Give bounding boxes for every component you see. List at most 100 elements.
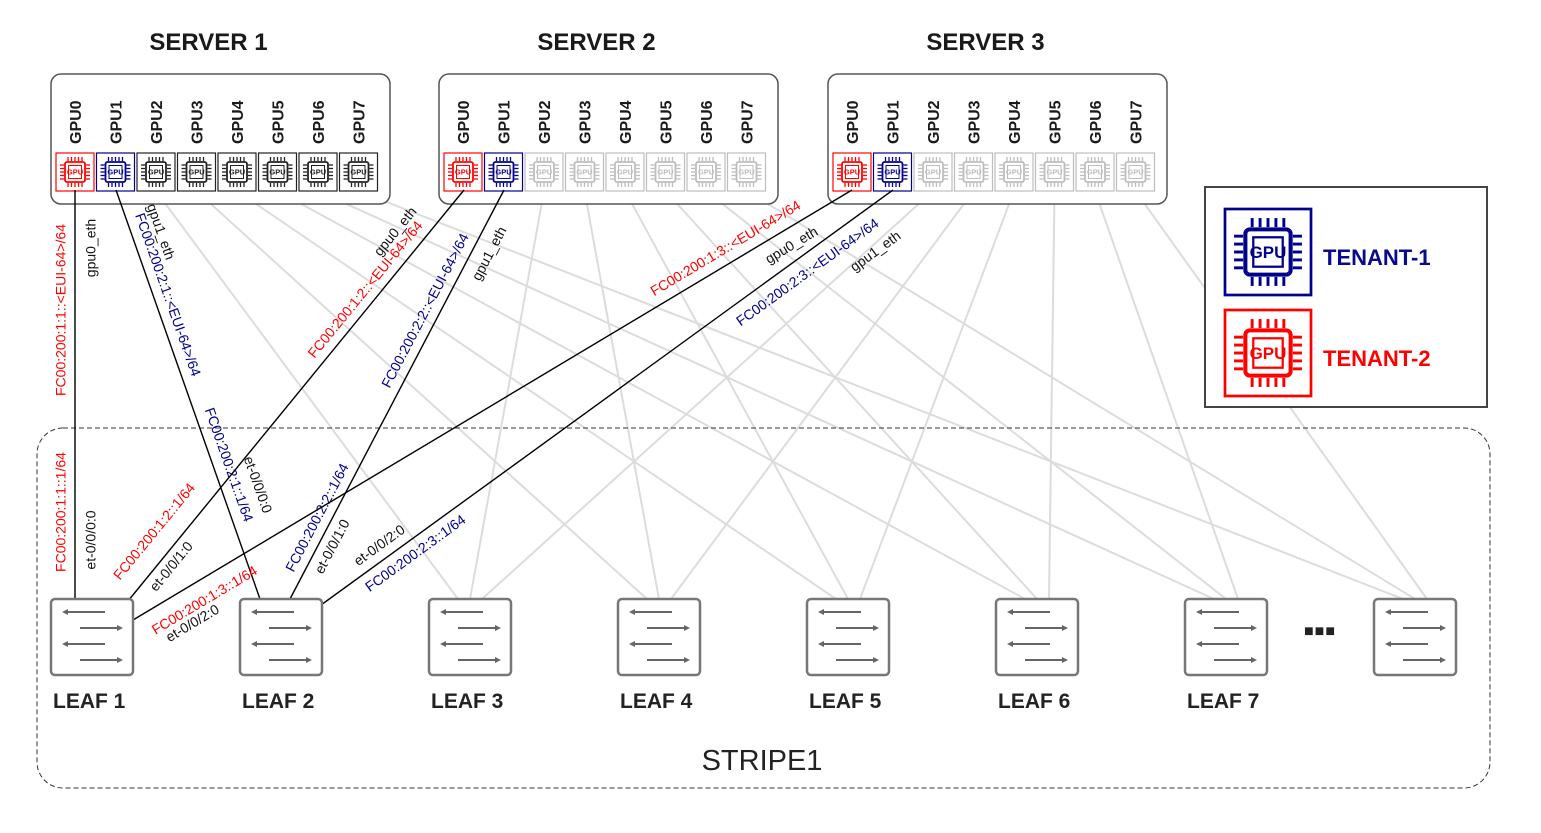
gpu-icon: GPU (95, 152, 136, 192)
leaf-label: LEAF 3 (431, 690, 503, 713)
stripe-label: STRIPE1 (702, 745, 823, 777)
leaf-address-label: FC00:200:1:1::1/64 (53, 452, 69, 572)
gpu-label: GPU6 (699, 100, 716, 144)
leaf-label: LEAF 4 (620, 690, 693, 713)
gpu-chip-text: GPU (657, 168, 673, 177)
switch-icon (427, 597, 513, 677)
inactive-link (195, 190, 648, 600)
leaf-switches: LEAF 1 LEAF 2 LEAF 3 LEAF 4 LEAF 5 LEAF 6 LEAF… (49, 597, 1458, 713)
gpu-icon: GPU (832, 152, 872, 192)
gpu-label: GPU7 (352, 100, 369, 144)
link-line (127, 189, 465, 602)
link-line (289, 189, 505, 600)
tenant-links: gpu0_ethFC00:200:1:1::<EUI-64>/64et-0/0/… (53, 189, 904, 645)
server-title: SERVER 3 (926, 29, 1044, 56)
inactive-link (236, 190, 837, 600)
gpu-label: GPU4 (618, 100, 635, 144)
leaf-port-label: et-0/0/1:0 (146, 538, 196, 594)
legend-label: TENANT-2 (1323, 346, 1431, 371)
gpu-label: GPU6 (311, 100, 328, 144)
leaf-switch-1[interactable]: LEAF 1 (49, 597, 135, 713)
more-leaves-ellipsis: ■■■ (1304, 623, 1336, 640)
inactive-link (624, 190, 849, 600)
leaf-switch-8[interactable] (1372, 597, 1458, 677)
leaf-switch-2[interactable]: LEAF 2 (238, 597, 324, 713)
gpu-label: GPU4 (1007, 100, 1024, 144)
gpu-chip-text: GPU (495, 168, 511, 177)
gpu-chip-text: GPU (536, 168, 552, 177)
gpu-label: GPU0 (845, 100, 862, 144)
gpu-icon: GPU (1223, 308, 1313, 398)
gpu-chip-text: GPU (455, 168, 471, 177)
gpu-icon: GPU (1075, 152, 1115, 192)
gpu-chip-text: GPU (67, 168, 83, 177)
gpu-chip-text: GPU (1127, 168, 1143, 177)
link-line (320, 189, 894, 606)
gpu-icon: GPU (483, 152, 524, 192)
gpu-interface-label: gpu1_eth (468, 224, 509, 283)
gpu-icon: GPU (564, 152, 605, 192)
gpu-icon: GPU (645, 152, 686, 192)
gpu-label: GPU7 (1129, 100, 1146, 144)
gpu-icon: GPU (257, 152, 298, 192)
gpu-chip-text: GPU (925, 168, 941, 177)
gpu-icon: GPU (176, 152, 217, 192)
gpu-icon: GPU (55, 152, 95, 192)
inactive-link (469, 190, 545, 600)
gpu-icon: GPU (953, 152, 994, 192)
gpu-chip-text: GPU (269, 168, 285, 177)
gpu-icon: GPU (872, 152, 913, 192)
link-server1-gpu0-leaf1: gpu0_ethFC00:200:1:1::<EUI-64>/64et-0/0/… (53, 190, 99, 599)
gpu-icon: GPU (1223, 207, 1313, 297)
inactive-link (277, 190, 1026, 600)
switch-icon (49, 597, 135, 677)
gpu-chip-text: GPU (148, 168, 164, 177)
inactive-link (583, 190, 660, 600)
switch-icon (994, 597, 1080, 677)
leaf-port-label: et-0/0/0:0 (83, 510, 99, 569)
gpu-chip-text: GPU (617, 168, 633, 177)
gpu-address-label: FC00:200:1:1::<EUI-64>/64 (53, 224, 69, 396)
gpu-label: GPU2 (926, 100, 943, 144)
server-title: SERVER 1 (149, 29, 267, 56)
inactive-link (664, 190, 1038, 600)
legend-label: TENANT-1 (1323, 245, 1431, 270)
inactive-link (705, 190, 1227, 600)
gpu-chip-text: GPU (1087, 168, 1103, 177)
gpu-label: GPU2 (149, 100, 166, 144)
gpu-chip-text: GPU (698, 168, 714, 177)
gpu-chip-text: GPU (350, 168, 366, 177)
stripe-boundary (36, 427, 1491, 789)
gpu-chip-text: GPU (738, 168, 754, 177)
inactive-link (859, 190, 1015, 600)
leaf-switch-5[interactable]: LEAF 5 (805, 597, 891, 713)
leaf-switch-4[interactable]: LEAF 4 (616, 597, 702, 713)
gpu-chip-text: GPU (188, 168, 204, 177)
gpu-icon: GPU (298, 152, 338, 192)
leaf-label: LEAF 5 (809, 690, 882, 713)
link-line (115, 189, 261, 600)
gpu-chip-text: GPU (1046, 168, 1062, 177)
switch-icon (616, 597, 702, 677)
leaf-label: LEAF 6 (998, 690, 1070, 713)
gpu-label: GPU6 (1088, 100, 1105, 144)
leaf-switch-3[interactable]: LEAF 3 (427, 597, 513, 713)
leaf-switch-7[interactable]: LEAF 7 (1183, 597, 1269, 713)
gpu-label: GPU3 (967, 100, 984, 144)
gpu-label: GPU2 (537, 100, 554, 144)
leaf-label: LEAF 1 (53, 690, 126, 713)
gpu-chip-text: GPU (107, 168, 123, 177)
gpu-label: GPU0 (456, 100, 473, 144)
gpu-label: GPU1 (886, 100, 903, 144)
gpu-icon: GPU (913, 152, 953, 192)
leaf-switch-6[interactable]: LEAF 6 (994, 597, 1080, 713)
legend-item-tenant2: GPU TENANT-2 (1223, 308, 1431, 398)
leaf-label: LEAF 7 (1187, 690, 1259, 713)
gpu-icon: GPU (605, 152, 645, 192)
gpu-label: GPU7 (740, 100, 757, 144)
inactive-link (481, 190, 934, 600)
gpu-label: GPU3 (578, 100, 595, 144)
gpu-icon: GPU (1034, 152, 1075, 192)
gpu-chip-text: GPU (1250, 344, 1287, 363)
